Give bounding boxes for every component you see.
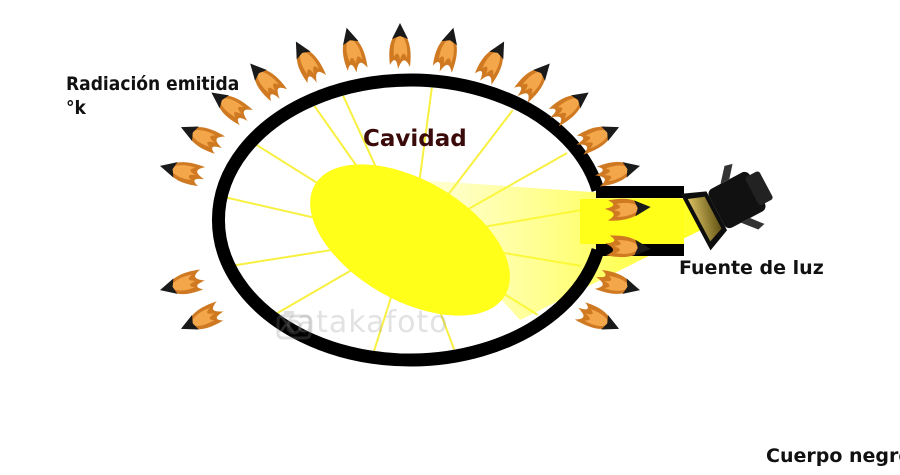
radiation-label: Radiación emitida °k: [66, 72, 239, 120]
flame-arrow-icon: [604, 235, 651, 258]
flame-arrow-icon: [574, 302, 620, 330]
flame-arrow-icon: [159, 162, 206, 187]
flame-arrow-icon: [159, 269, 206, 295]
flame-arrow-icon: [432, 27, 457, 73]
camera-icon: [276, 311, 312, 340]
flame-arrow-icon: [604, 198, 651, 221]
radiation-flames: [159, 23, 651, 330]
flame-arrow-icon: [594, 161, 641, 187]
flame-arrow-icon: [576, 126, 620, 155]
cavity-label: Cavidad: [363, 126, 467, 152]
flame-arrow-icon: [180, 126, 226, 154]
cavity-wall: [211, 73, 605, 367]
flame-arrow-icon: [295, 41, 327, 84]
black-body-label: Cuerpo negro: [766, 445, 900, 467]
radiation-label-line1: Radiación emitida: [66, 73, 240, 95]
flame-arrow-icon: [474, 41, 505, 85]
flame-arrow-icon: [548, 92, 589, 127]
flame-arrow-icon: [594, 269, 641, 294]
radiation-label-line2: °k: [66, 97, 86, 119]
light-source-label: Fuente de luz: [679, 257, 824, 279]
spotlight-icon: [680, 163, 773, 251]
flame-arrow-icon: [211, 92, 253, 126]
flame-arrow-icon: [514, 63, 550, 103]
watermark: xatakafoto: [278, 305, 449, 340]
flame-arrow-icon: [342, 27, 368, 73]
light-spot: [310, 164, 510, 316]
flame-arrow-icon: [180, 301, 224, 330]
flame-arrow-icon: [250, 63, 288, 102]
flame-arrow-icon: [389, 23, 411, 69]
